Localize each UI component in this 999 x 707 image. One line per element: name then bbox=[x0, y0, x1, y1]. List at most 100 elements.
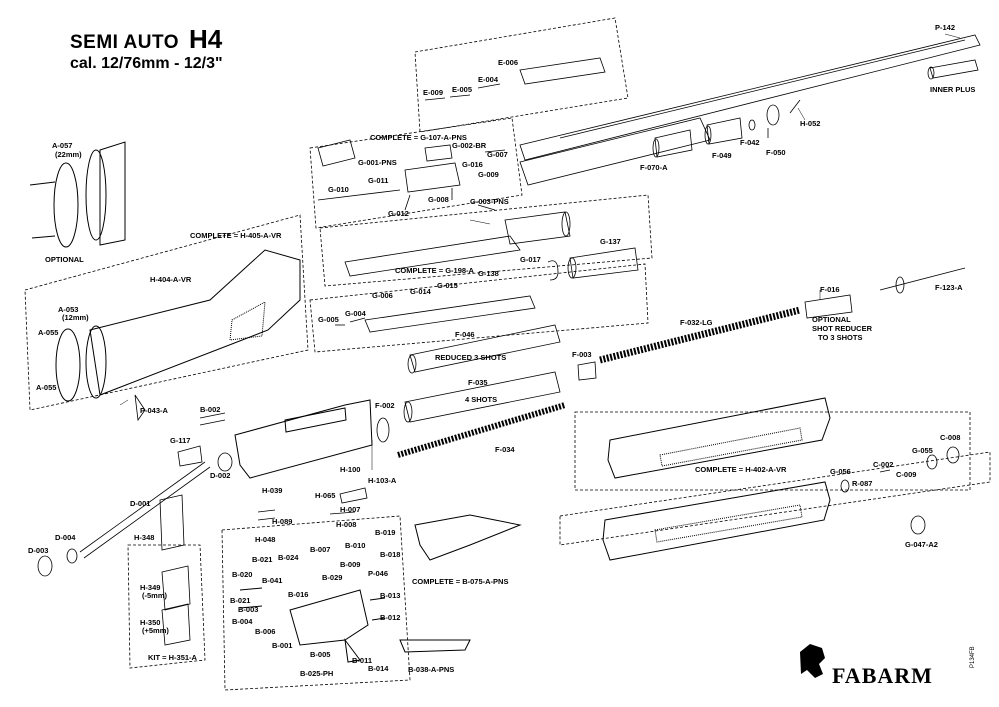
label-h405: COMPLETE = H-405-A-VR bbox=[190, 231, 282, 240]
label-h351: KIT = H-351-A bbox=[148, 653, 198, 662]
label-a057: A-057 bbox=[52, 141, 72, 150]
label-p142: P-142 bbox=[935, 23, 955, 32]
label-h100: H-100 bbox=[340, 465, 360, 474]
label-r087: R-087 bbox=[852, 479, 872, 488]
label-h348: H-348 bbox=[134, 533, 154, 542]
label-g014: G-014 bbox=[410, 287, 432, 296]
stock bbox=[55, 249, 301, 402]
label-g107: COMPLETE = G-107-A-PNS bbox=[370, 133, 467, 142]
label-f016: F-016 bbox=[820, 285, 840, 294]
label-inner-plus: INNER PLUS bbox=[930, 85, 975, 94]
box-e-group bbox=[414, 17, 629, 133]
label-g055: G-055 bbox=[912, 446, 933, 455]
box-g138 bbox=[309, 263, 649, 353]
box-g198 bbox=[319, 194, 653, 287]
label-b018: B-018 bbox=[380, 550, 400, 559]
group-boxes bbox=[24, 17, 991, 691]
label-b006: B-006 bbox=[255, 627, 275, 636]
label-f035: F-035 bbox=[468, 378, 488, 387]
label-e006: E-006 bbox=[498, 58, 518, 67]
label-f002: F-002 bbox=[375, 401, 395, 410]
slide-assembly bbox=[344, 211, 571, 277]
label-a053: A-053 bbox=[58, 305, 78, 314]
label-h052: H-052 bbox=[800, 119, 820, 128]
label-a057-size: (22mm) bbox=[55, 150, 82, 159]
box-trigger bbox=[221, 515, 411, 691]
label-four-shots: 4 SHOTS bbox=[465, 395, 497, 404]
h350-plate bbox=[161, 603, 191, 646]
title-prefix: SEMI AUTO bbox=[70, 32, 180, 53]
diagram-subtitle: cal. 12/76mm - 12/3" bbox=[70, 55, 223, 72]
label-g012: G-012 bbox=[388, 209, 409, 218]
box-h402 bbox=[574, 411, 971, 491]
label-g198: COMPLETE = G-198-A bbox=[395, 266, 475, 275]
label-e004: E-004 bbox=[478, 75, 499, 84]
label-g004: G-004 bbox=[345, 309, 367, 318]
springs bbox=[397, 294, 853, 458]
label-a055b: A-055 bbox=[36, 383, 56, 392]
label-b010: B-010 bbox=[345, 541, 365, 550]
label-h048: H-048 bbox=[255, 535, 275, 544]
label-h103: H-103-A bbox=[368, 476, 397, 485]
label-g001: G-001-PNS bbox=[358, 158, 397, 167]
magazine-extensions bbox=[376, 324, 561, 443]
label-a053-size: (12mm) bbox=[62, 313, 89, 322]
label-b019: B-019 bbox=[375, 528, 395, 537]
label-c009: C-009 bbox=[896, 470, 916, 479]
label-shot-reducer-3: TO 3 SHOTS bbox=[818, 333, 862, 342]
label-d002: D-002 bbox=[210, 471, 230, 480]
label-g056: G-056 bbox=[830, 467, 851, 476]
label-h402: COMPLETE = H-402-A-VR bbox=[695, 465, 787, 474]
label-g006: G-006 bbox=[372, 291, 393, 300]
label-optional: OPTIONAL bbox=[45, 255, 84, 264]
label-b021b: B-021 bbox=[230, 596, 250, 605]
label-f042: F-042 bbox=[740, 138, 760, 147]
label-h350-size: (+5mm) bbox=[142, 626, 169, 635]
box-h351 bbox=[127, 544, 206, 669]
label-b013: B-013 bbox=[380, 591, 400, 600]
label-b021a: B-021 bbox=[252, 555, 272, 564]
label-p046: P-046 bbox=[368, 569, 388, 578]
label-b002: B-002 bbox=[200, 405, 220, 414]
label-f123: F-123-A bbox=[935, 283, 963, 292]
label-g137: G-137 bbox=[600, 237, 621, 246]
h348-plate bbox=[159, 494, 185, 551]
label-h089: H-089 bbox=[272, 517, 292, 526]
label-f003: F-003 bbox=[572, 350, 592, 359]
label-h349-size: (-5mm) bbox=[142, 591, 168, 600]
optional-butt-pad bbox=[29, 141, 126, 248]
label-b024: B-024 bbox=[278, 553, 299, 562]
forend-lower bbox=[602, 481, 831, 561]
label-b001: B-001 bbox=[272, 641, 292, 650]
label-b016: B-016 bbox=[288, 590, 308, 599]
doc-code: P134FB bbox=[970, 646, 976, 668]
label-shot-reducer-2: SHOT REDUCER bbox=[812, 324, 873, 333]
box-g107 bbox=[309, 117, 523, 229]
label-b009: B-009 bbox=[340, 560, 360, 569]
magazine-cap-part bbox=[879, 267, 966, 294]
bolt-parts bbox=[317, 139, 506, 211]
action-rails bbox=[335, 295, 536, 333]
label-g015: G-015 bbox=[437, 281, 458, 290]
forend-upper bbox=[607, 397, 831, 479]
label-h065: H-065 bbox=[315, 491, 335, 500]
title-model: H4 bbox=[189, 24, 223, 54]
label-g117: G-117 bbox=[170, 436, 190, 445]
brand-name: FABARM bbox=[832, 663, 933, 688]
label-f050: F-050 bbox=[766, 148, 786, 157]
label-f032: F-032-LG bbox=[680, 318, 713, 327]
label-c008: C-008 bbox=[940, 433, 960, 442]
label-h039: H-039 bbox=[262, 486, 282, 495]
barrel bbox=[519, 34, 981, 186]
label-h349: H-349 bbox=[140, 583, 160, 592]
label-g011: G-011 bbox=[368, 176, 388, 185]
label-h404: H-404-A-VR bbox=[150, 275, 192, 284]
label-b029: B-029 bbox=[322, 573, 342, 582]
forend-small-parts bbox=[840, 446, 960, 535]
label-h008: H-008 bbox=[336, 520, 356, 529]
label-h007: H-007 bbox=[340, 505, 360, 514]
label-g047: G-047-A2 bbox=[905, 540, 938, 549]
